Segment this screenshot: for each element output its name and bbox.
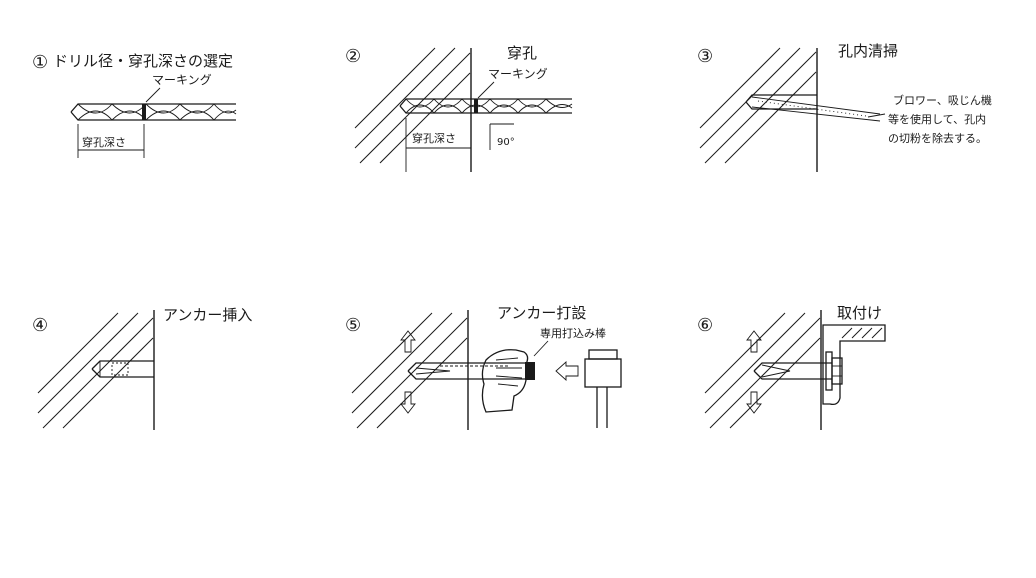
concrete-wall-2 [354, 47, 472, 172]
step-3-note-line-1: ブロワー、吸じん機 [893, 93, 992, 107]
step-1-panel: ① ドリル径・穿孔深さの選定 マーキング 穿孔深さ [32, 52, 237, 158]
step-2-title: 穿孔 [507, 44, 537, 62]
step-1-number: ① [32, 52, 48, 73]
concrete-wall-3 [699, 47, 818, 172]
step-4-title: アンカー挿入 [163, 306, 252, 324]
nut-and-washer [825, 351, 843, 391]
hammer-direction-arrow [555, 360, 579, 382]
clean-hole [745, 94, 881, 122]
step-1-depth-label: 穿孔深さ [82, 135, 126, 149]
step-6-title: 取付け [837, 304, 882, 322]
anchor-driving [407, 362, 530, 380]
step-5-panel: ⑤ アンカー打設 専用打込み棒 [345, 304, 622, 430]
step-6-number: ⑥ [697, 315, 713, 336]
step-4-panel: ④ アンカー挿入 [32, 306, 252, 430]
step-1-marking-label: マーキング [152, 73, 212, 87]
step-2-depth-label: 穿孔深さ [412, 131, 456, 145]
mounting-bracket [822, 324, 886, 406]
step-3-panel: ③ 孔内清掃 ブロワー、吸じん機 等を使用して、孔内 の切粉を除去する。 [697, 42, 992, 172]
step-2-marking-label: マーキング [488, 67, 548, 81]
step-3-note-line-2: 等を使用して、孔内 [888, 112, 986, 126]
concrete-wall-4 [37, 310, 155, 430]
setting-tool-head [525, 362, 535, 380]
step-3-title: 孔内清掃 [838, 42, 898, 60]
hand-icon [481, 349, 529, 413]
drill-bit [70, 103, 237, 121]
step-4-number: ④ [32, 315, 48, 336]
concrete-wall-5 [351, 310, 469, 430]
step-5-number: ⑤ [345, 315, 361, 336]
expansion-arrows-5 [400, 330, 416, 414]
anchor-fixed [753, 362, 832, 380]
step-2-number: ② [345, 46, 361, 67]
step-2-angle-label: 90° [497, 137, 515, 148]
step-3-number: ③ [697, 46, 713, 67]
step-1-title: ドリル径・穿孔深さの選定 [53, 52, 233, 70]
step-5-tool-label: 専用打込み棒 [540, 326, 606, 340]
anchor-inserted [91, 360, 154, 378]
step-3-note-line-3: の切粉を除去する。 [888, 131, 987, 145]
drill-bit-in-hole [399, 98, 573, 114]
step-6-panel: ⑥ 取付け [697, 304, 886, 430]
step-2-panel: ② 穿孔 マーキング 穿孔深さ 90° [345, 44, 573, 172]
hammer-icon [584, 349, 622, 428]
step-5-title: アンカー打設 [497, 304, 586, 322]
concrete-wall-6 [704, 310, 822, 430]
expansion-arrows-6 [746, 330, 762, 414]
